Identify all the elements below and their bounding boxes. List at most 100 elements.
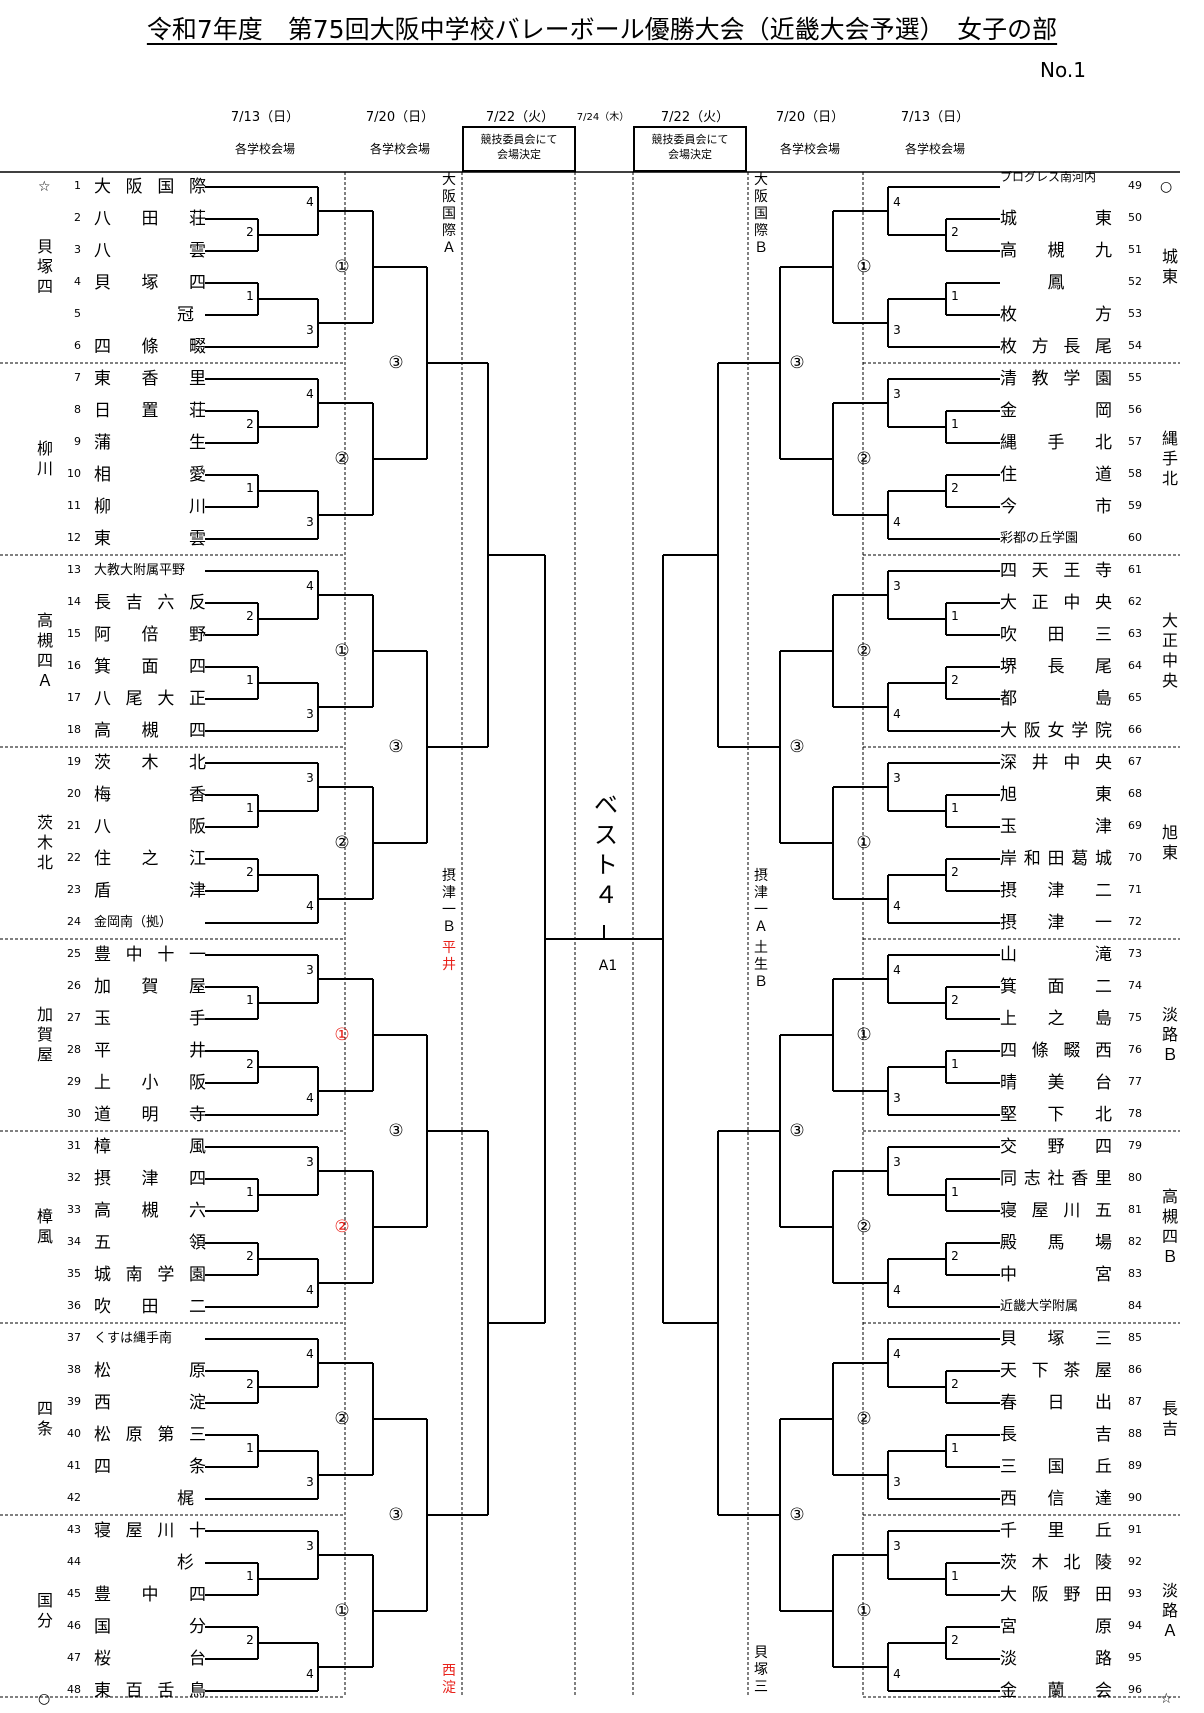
- team-name: 枚方: [1000, 305, 1112, 325]
- team-number: 24: [67, 915, 81, 928]
- team-number: 91: [1128, 1523, 1142, 1536]
- team-number: 62: [1128, 595, 1142, 608]
- team-number: 82: [1128, 1235, 1142, 1248]
- team-number: 39: [67, 1395, 81, 1408]
- team-name: 豊中四: [94, 1585, 206, 1605]
- rank-label: 3: [893, 579, 901, 593]
- rank-label: 2: [951, 1249, 959, 1263]
- team-name: 摂津四: [94, 1169, 206, 1189]
- rank-label: 4: [893, 707, 901, 721]
- team-name: 金岡: [1000, 401, 1112, 421]
- rank-label: 2: [246, 1377, 254, 1391]
- group-label-left: 国分: [36, 1591, 53, 1630]
- rank-label: 4: [306, 195, 314, 209]
- rank-label: 3: [306, 1155, 314, 1169]
- team-number: 37: [67, 1331, 81, 1344]
- team-name: 大阪野田: [1000, 1585, 1112, 1605]
- team-name: 長吉: [1000, 1425, 1112, 1445]
- best4-label: ベスト４: [594, 791, 618, 909]
- team-number: 48: [67, 1683, 81, 1696]
- rank-label: 4: [893, 1667, 901, 1681]
- team-name: 大阪国際: [94, 177, 206, 197]
- team-number: 45: [67, 1587, 81, 1600]
- seed-circle-mark: ○: [1160, 179, 1173, 195]
- rank-label: 4: [893, 515, 901, 529]
- header-date-left-3: 7/22（火）: [485, 110, 555, 125]
- rank-label: 3: [893, 387, 901, 401]
- team-name: 八雲: [94, 241, 206, 261]
- team-number: 86: [1128, 1363, 1142, 1376]
- rank-label: 3: [306, 323, 314, 337]
- team-name: 箕面四: [94, 657, 206, 677]
- team-number: 53: [1128, 307, 1142, 320]
- round3-seed: ③: [388, 1121, 404, 1141]
- team-name: 枚方長尾: [1000, 337, 1112, 357]
- team-name: 大阪女学院: [1000, 721, 1112, 741]
- round2-seed: ①: [856, 257, 872, 277]
- round2-seed: ②: [334, 449, 350, 469]
- rank-label: 4: [306, 899, 314, 913]
- rank-label: 4: [306, 387, 314, 401]
- team-number: 27: [67, 1011, 81, 1024]
- team-name: 長吉六反: [94, 593, 206, 613]
- rank-label: 3: [306, 515, 314, 529]
- team-number: 42: [67, 1491, 81, 1504]
- team-number: 20: [67, 787, 81, 800]
- rank-label: 1: [246, 801, 254, 815]
- rank-label: 3: [306, 707, 314, 721]
- team-number: 13: [67, 563, 81, 576]
- team-number: 29: [67, 1075, 81, 1088]
- rank-label: 1: [951, 801, 959, 815]
- team-number: 64: [1128, 659, 1142, 672]
- team-name: 山滝: [1000, 945, 1112, 965]
- team-name: 西信達: [1000, 1489, 1112, 1509]
- team-number: 83: [1128, 1267, 1142, 1280]
- team-name: 四条: [94, 1457, 206, 1477]
- rank-label: 1: [246, 673, 254, 687]
- team-number: 79: [1128, 1139, 1142, 1152]
- header-date-left-1: 7/13（日）: [230, 110, 300, 125]
- team-name: 杉: [177, 1553, 194, 1573]
- team-name: 玉津: [1000, 817, 1112, 837]
- rank-label: 4: [306, 1347, 314, 1361]
- team-number: 69: [1128, 819, 1142, 832]
- team-name: 四條畷西: [1000, 1041, 1112, 1061]
- header-date-right-2: 7/20（日）: [775, 110, 845, 125]
- team-name: 金蘭会: [1000, 1681, 1112, 1701]
- team-name: 今市: [1000, 497, 1112, 517]
- page-title: 令和7年度 第75回大阪中学校バレーボール優勝大会（近畿大会予選） 女子の部: [146, 15, 1058, 44]
- team-name: 茨木北陵: [1000, 1553, 1112, 1573]
- team-number: 10: [67, 467, 81, 480]
- team-name: 四條畷: [94, 337, 206, 357]
- team-number: 70: [1128, 851, 1142, 864]
- team-number: 55: [1128, 371, 1142, 384]
- team-name: 相愛: [94, 465, 206, 485]
- venue-label-left: 平井: [442, 940, 456, 973]
- team-number: 19: [67, 755, 81, 768]
- team-number: 2: [74, 211, 81, 224]
- team-number: 14: [67, 595, 81, 608]
- rank-label: 4: [893, 195, 901, 209]
- rank-label: 2: [951, 481, 959, 495]
- team-number: 15: [67, 627, 81, 640]
- rank-label: 4: [306, 1283, 314, 1297]
- team-number: 89: [1128, 1459, 1142, 1472]
- round2-seed: ②: [856, 1217, 872, 1237]
- team-name: 樟風: [94, 1137, 206, 1157]
- rank-label: 3: [893, 771, 901, 785]
- team-number: 22: [67, 851, 81, 864]
- round3-seed: ③: [789, 1505, 805, 1525]
- round2-seed: ②: [856, 641, 872, 661]
- rank-label: 1: [951, 1057, 959, 1071]
- team-number: 44: [67, 1555, 81, 1568]
- round3-seed: ③: [789, 1121, 805, 1141]
- team-name: 高槻九: [1000, 241, 1112, 261]
- rank-label: 1: [246, 1441, 254, 1455]
- team-name: プログレス南河内: [1000, 171, 1097, 184]
- rank-label: 1: [246, 289, 254, 303]
- rank-label: 2: [951, 673, 959, 687]
- team-name: 寝屋川十: [94, 1521, 206, 1541]
- team-name: 貝塚四: [94, 273, 206, 293]
